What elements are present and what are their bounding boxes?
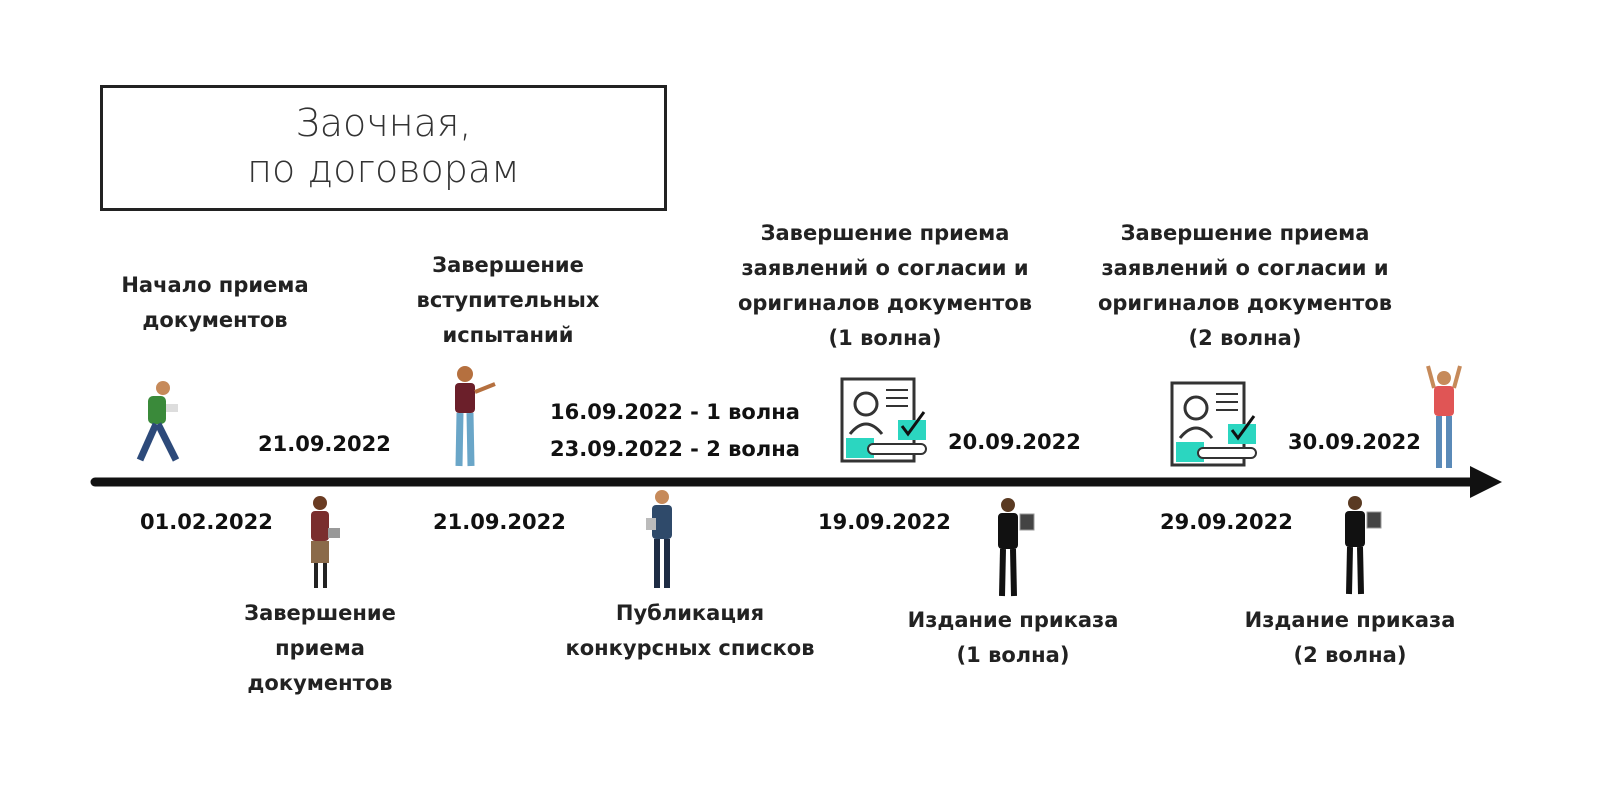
date-consent1: 19.09.2022 — [818, 510, 951, 534]
date-docs-end: 21.09.2022 — [258, 432, 391, 456]
celebrating-person-icon — [1426, 365, 1462, 468]
student-laptop-icon — [311, 496, 340, 588]
date-exams-end: 21.09.2022 — [433, 510, 566, 534]
application-form-icon-2 — [1170, 381, 1257, 467]
event-order1-label: Издание приказа(1 волна) — [907, 608, 1119, 667]
official-document-icon-2 — [1345, 496, 1382, 595]
walking-student-icon — [136, 381, 180, 462]
date-consent2: 29.09.2022 — [1160, 510, 1293, 534]
application-form-icon — [840, 377, 927, 463]
title-line-1: Заочная, — [295, 101, 472, 145]
event-order2-label: Издание приказа(2 волна) — [1244, 608, 1456, 667]
official-document-icon — [998, 498, 1035, 597]
timeline-arrow — [90, 466, 1502, 498]
title-line-2: по договорам — [247, 147, 520, 191]
date-order2: 30.09.2022 — [1288, 430, 1421, 454]
businessman-tablet-icon — [646, 490, 672, 588]
title-box: Заочная, по договорам — [100, 85, 667, 211]
date-lists-wave2: 23.09.2022 - 2 волна — [550, 437, 800, 461]
date-order1: 20.09.2022 — [948, 430, 1081, 454]
student-pointing-icon — [455, 366, 496, 467]
date-lists-wave1: 16.09.2022 - 1 волна — [550, 400, 800, 424]
date-start: 01.02.2022 — [140, 510, 273, 534]
